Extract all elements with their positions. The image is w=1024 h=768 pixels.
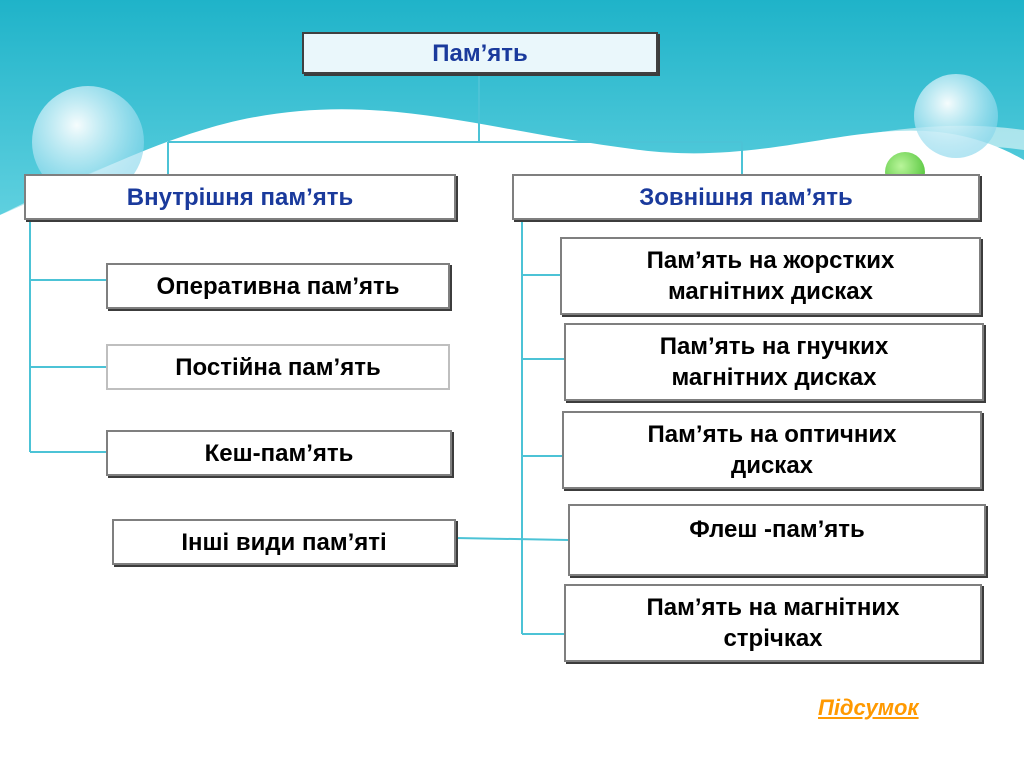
flash-label: Флеш -пам’ять	[689, 516, 865, 543]
tape-label: Пам’ять на магнітних стрічках	[646, 594, 900, 652]
ram-label: Оперативна пам’ять	[156, 272, 400, 300]
root-label: Пам’ять	[432, 39, 528, 67]
cache-node: Кеш-пам’ять	[106, 430, 452, 476]
cache-label: Кеш-пам’ять	[204, 439, 354, 467]
other-memory-label: Інші види пам’яті	[181, 528, 387, 556]
floppy-node: Пам’ять на гнучких магнітних дисках	[564, 323, 984, 401]
other-memory-node: Інші види пам’яті	[112, 519, 456, 565]
tape-node: Пам’ять на магнітних стрічках	[564, 584, 982, 662]
ram-node: Оперативна пам’ять	[106, 263, 450, 309]
summary-link[interactable]: Підсумок	[818, 695, 919, 720]
hdd-node: Пам’ять на жорстких магнітних дисках	[560, 237, 981, 315]
optical-label: Пам’ять на оптичних дисках	[647, 421, 897, 479]
rom-node: Постійна пам’ять	[106, 344, 450, 390]
hdd-label: Пам’ять на жорстких магнітних дисках	[646, 247, 895, 305]
root-node: Пам’ять	[302, 32, 658, 74]
external-memory-node: Зовнішня пам’ять	[512, 174, 980, 220]
internal-memory-node: Внутрішня пам’ять	[24, 174, 456, 220]
optical-node: Пам’ять на оптичних дисках	[562, 411, 982, 489]
internal-memory-label: Внутрішня пам’ять	[126, 183, 354, 211]
external-memory-label: Зовнішня пам’ять	[639, 183, 853, 211]
rom-label: Постійна пам’ять	[175, 353, 381, 381]
floppy-label: Пам’ять на гнучких магнітних дисках	[659, 333, 889, 391]
flash-node: Флеш -пам’ять	[568, 504, 986, 576]
